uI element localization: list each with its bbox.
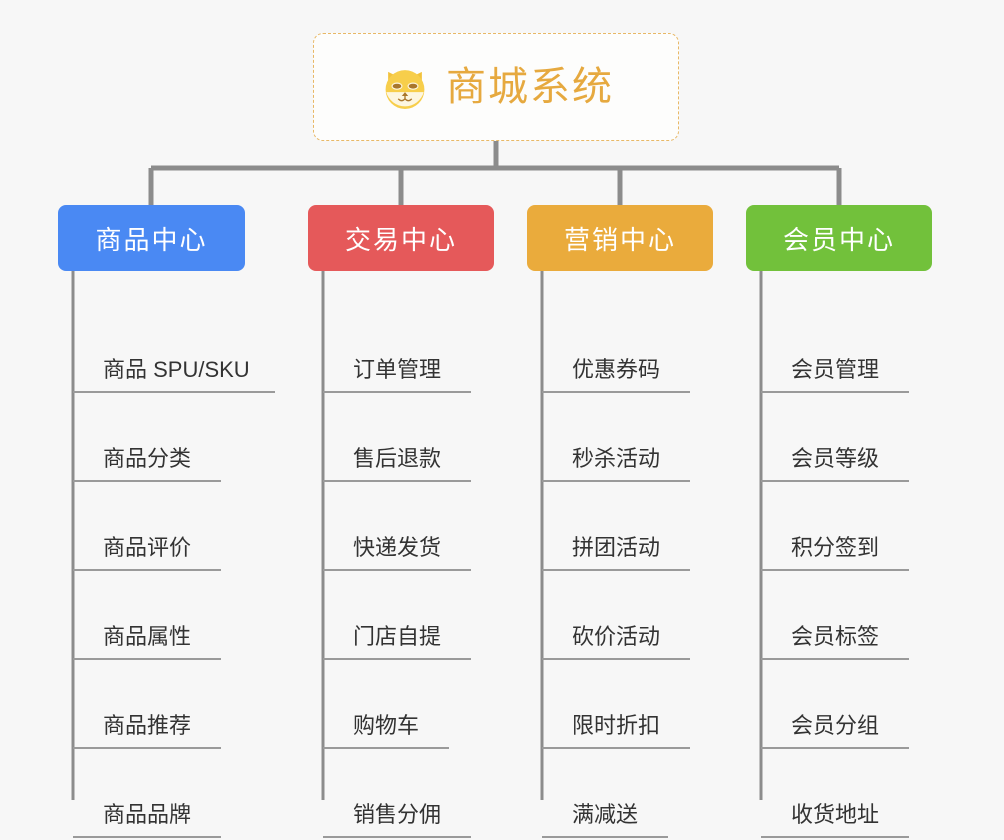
root-node[interactable]: 商城系统 bbox=[313, 33, 679, 141]
leaf-item-label: 会员分组 bbox=[791, 712, 880, 738]
leaf-item-label: 满减送 bbox=[572, 801, 639, 827]
category-column-product-center: 商品中心商品 SPU/SKU 商品分类商品评价商品属性商品推荐商品品牌 bbox=[58, 205, 275, 838]
leaf-item[interactable]: 门店自提 bbox=[323, 571, 494, 660]
leaf-item[interactable]: 商品分类 bbox=[73, 393, 245, 482]
leaf-item[interactable]: 会员标签 bbox=[761, 571, 932, 660]
leaf-item-label: 快递发货 bbox=[353, 534, 442, 560]
leaf-item[interactable]: 会员管理 bbox=[761, 304, 932, 393]
leaf-item[interactable]: 商品品牌 bbox=[73, 749, 245, 838]
leaf-item-label: 售后退款 bbox=[353, 445, 442, 471]
leaf-item-underline bbox=[761, 658, 909, 660]
leaf-item-label: 会员标签 bbox=[791, 623, 880, 649]
leaf-item-label: 秒杀活动 bbox=[572, 445, 661, 471]
leaf-item-underline bbox=[761, 836, 909, 838]
leaf-item-underline bbox=[73, 658, 221, 660]
leaf-list-trade-center: 订单管理售后退款快递发货门店自提购物车销售分佣 bbox=[323, 304, 494, 838]
leaf-item[interactable]: 收货地址 bbox=[761, 749, 932, 838]
leaf-list-member-center: 会员管理会员等级积分签到会员标签会员分组收货地址 bbox=[761, 304, 932, 838]
leaf-item[interactable]: 销售分佣 bbox=[323, 749, 494, 838]
leaf-item-underline bbox=[761, 391, 909, 393]
leaf-item-label: 优惠券码 bbox=[572, 356, 661, 382]
root-title: 商城系统 bbox=[446, 65, 614, 109]
leaf-item-label: 购物车 bbox=[353, 712, 420, 738]
leaf-item[interactable]: 限时折扣 bbox=[542, 660, 713, 749]
leaf-item-underline bbox=[761, 569, 909, 571]
leaf-item-label: 门店自提 bbox=[353, 623, 442, 649]
leaf-item-underline bbox=[542, 391, 690, 393]
leaf-item-underline bbox=[323, 391, 471, 393]
leaf-item-label: 销售分佣 bbox=[353, 801, 442, 827]
leaf-item-label: 商品评价 bbox=[103, 534, 192, 560]
leaf-item[interactable]: 商品 SPU/SKU bbox=[73, 304, 275, 393]
category-header-trade-center[interactable]: 交易中心 bbox=[308, 205, 494, 271]
leaf-item-underline bbox=[73, 480, 221, 482]
leaf-item-underline bbox=[542, 569, 690, 571]
leaf-item-underline bbox=[542, 836, 668, 838]
category-header-marketing-center[interactable]: 营销中心 bbox=[527, 205, 713, 271]
category-header-member-center[interactable]: 会员中心 bbox=[746, 205, 932, 271]
category-column-trade-center: 交易中心订单管理售后退款快递发货门店自提购物车销售分佣 bbox=[308, 205, 494, 838]
leaf-item[interactable]: 秒杀活动 bbox=[542, 393, 713, 482]
leaf-item-underline bbox=[323, 658, 471, 660]
leaf-item[interactable]: 商品属性 bbox=[73, 571, 245, 660]
leaf-item-label: 商品分类 bbox=[103, 445, 192, 471]
leaf-item-label: 会员管理 bbox=[791, 356, 880, 382]
leaf-item-label: 商品属性 bbox=[103, 623, 192, 649]
leaf-item-label: 商品推荐 bbox=[103, 712, 192, 738]
leaf-item[interactable]: 商品推荐 bbox=[73, 660, 245, 749]
leaf-item[interactable]: 优惠券码 bbox=[542, 304, 713, 393]
leaf-item-label: 商品品牌 bbox=[103, 801, 192, 827]
leaf-list-marketing-center: 优惠券码秒杀活动拼团活动砍价活动限时折扣满减送 bbox=[542, 304, 713, 838]
category-column-member-center: 会员中心会员管理会员等级积分签到会员标签会员分组收货地址 bbox=[746, 205, 932, 838]
leaf-item[interactable]: 商品评价 bbox=[73, 482, 245, 571]
leaf-item-label: 商品 SPU/SKU bbox=[103, 356, 250, 382]
leaf-item-underline bbox=[323, 569, 471, 571]
leaf-item-underline bbox=[73, 391, 275, 393]
leaf-item-underline bbox=[73, 747, 221, 749]
leaf-item-label: 限时折扣 bbox=[572, 712, 661, 738]
leaf-item[interactable]: 快递发货 bbox=[323, 482, 494, 571]
leaf-item-label: 会员等级 bbox=[791, 445, 880, 471]
leaf-item-label: 积分签到 bbox=[791, 534, 880, 560]
shiba-inu-dog-icon bbox=[378, 60, 432, 114]
leaf-item-underline bbox=[323, 480, 471, 482]
leaf-item-label: 拼团活动 bbox=[572, 534, 661, 560]
leaf-item[interactable]: 积分签到 bbox=[761, 482, 932, 571]
leaf-item-label: 收货地址 bbox=[791, 801, 880, 827]
leaf-item-underline bbox=[323, 836, 471, 838]
category-header-product-center[interactable]: 商品中心 bbox=[58, 205, 245, 271]
leaf-item-underline bbox=[542, 480, 690, 482]
leaf-list-product-center: 商品 SPU/SKU 商品分类商品评价商品属性商品推荐商品品牌 bbox=[73, 304, 275, 838]
leaf-item[interactable]: 拼团活动 bbox=[542, 482, 713, 571]
leaf-item-underline bbox=[323, 747, 449, 749]
leaf-item-underline bbox=[542, 658, 690, 660]
leaf-item-underline bbox=[761, 480, 909, 482]
leaf-item[interactable]: 砍价活动 bbox=[542, 571, 713, 660]
category-column-marketing-center: 营销中心优惠券码秒杀活动拼团活动砍价活动限时折扣满减送 bbox=[527, 205, 713, 838]
leaf-item[interactable]: 售后退款 bbox=[323, 393, 494, 482]
leaf-item[interactable]: 订单管理 bbox=[323, 304, 494, 393]
leaf-item-label: 订单管理 bbox=[353, 356, 442, 382]
leaf-item[interactable]: 会员分组 bbox=[761, 660, 932, 749]
leaf-item-underline bbox=[73, 569, 221, 571]
leaf-item[interactable]: 会员等级 bbox=[761, 393, 932, 482]
leaf-item-underline bbox=[761, 747, 909, 749]
leaf-item-underline bbox=[73, 836, 221, 838]
leaf-item-label: 砍价活动 bbox=[572, 623, 661, 649]
leaf-item-underline bbox=[542, 747, 690, 749]
leaf-item[interactable]: 购物车 bbox=[323, 660, 494, 749]
leaf-item[interactable]: 满减送 bbox=[542, 749, 713, 838]
